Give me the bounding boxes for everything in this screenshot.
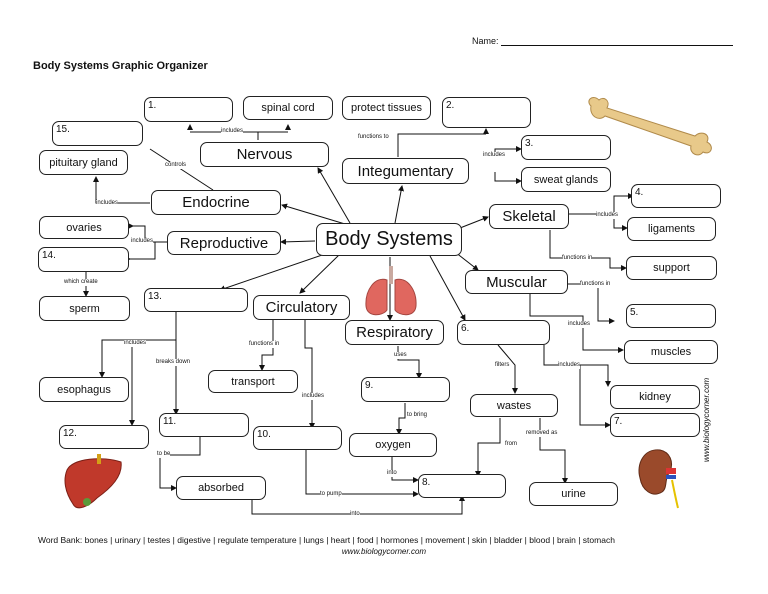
side-credit: www.biologycorner.com [702,377,711,462]
link-label: includes [483,152,506,159]
box-transport: transport [208,370,298,393]
blank-number: 13. [148,291,162,302]
box-wastes: wastes [470,394,558,417]
blank-box-4[interactable]: 4. [631,184,721,208]
system-muscular: Muscular [465,270,568,294]
link-label: into [387,470,397,477]
system-skeletal: Skeletal [489,204,569,229]
link-label: removed as [526,430,558,437]
blank-number: 11. [163,416,177,427]
box-urine: urine [529,482,618,506]
link-label: from [505,441,517,448]
link-label: includes [96,200,119,207]
link-label: functions in [249,341,280,348]
blank-number: 10. [257,429,271,440]
word-bank: Word Bank: bones | urinary | testes | di… [38,535,615,545]
system-integumentary: Integumentary [342,158,469,184]
blank-box-3[interactable]: 3. [521,135,611,160]
link-label: controls [165,162,187,169]
box-oxygen: oxygen [349,433,437,457]
blank-box-2[interactable]: 2. [442,97,531,128]
blank-number: 4. [635,187,644,198]
page-title: Body Systems Graphic Organizer [33,60,208,72]
blank-number: 2. [446,100,455,111]
system-respiratory: Respiratory [345,320,444,345]
box-ligaments: ligaments [627,217,716,241]
blank-box-9[interactable]: 9. [361,377,450,402]
link-label: functions in [562,255,593,262]
lungs-illustration [365,266,417,316]
link-label: functions to [358,134,389,141]
link-label: to bring [407,412,428,419]
blank-box-5[interactable]: 5. [626,304,716,328]
blank-box-11[interactable]: 11. [159,413,249,437]
blank-number: 9. [365,380,374,391]
link-label: includes [131,238,154,245]
box-muscles: muscles [624,340,718,364]
bone-illustration [588,97,712,156]
blank-number: 14. [42,250,56,261]
blank-box-6[interactable]: 6. [457,320,550,345]
blank-box-14[interactable]: 14. [38,247,129,272]
link-label: includes [302,393,325,400]
box-esophagus: esophagus [39,377,129,402]
link-label: includes [558,362,581,369]
box-pituitary-gland: pituitary gland [39,150,128,175]
blank-box-1[interactable]: 1. [144,97,233,122]
link-label: uses [394,352,407,359]
blank-box-8[interactable]: 8. [418,474,506,498]
blank-box-10[interactable]: 10. [253,426,342,450]
link-label: includes [124,340,147,347]
link-label: functions in [580,281,611,288]
system-reproductive: Reproductive [167,231,281,255]
box-spinal-cord: spinal cord [243,96,333,120]
box-sperm: sperm [39,296,130,321]
link-label: to pump [320,491,342,498]
name-label: Name: [472,36,499,46]
blank-number: 7. [614,416,623,427]
link-label: includes [596,212,619,219]
link-label: filters [495,362,510,369]
name-line[interactable] [501,45,734,46]
blank-box-13[interactable]: 13. [144,288,248,312]
blank-box-7[interactable]: 7. [610,413,700,437]
blank-number: 3. [525,138,534,149]
blank-number: 5. [630,307,639,318]
link-label: which create [64,279,98,286]
system-endocrine: Endocrine [151,190,281,215]
blank-box-15[interactable]: 15. [52,121,143,146]
name-field[interactable]: Name: [472,36,734,46]
box-support: support [626,256,717,280]
blank-number: 8. [422,477,431,488]
blank-number: 12. [63,428,77,439]
link-label: into [350,511,360,518]
box-absorbed: absorbed [176,476,266,500]
box-ovaries: ovaries [39,216,129,239]
blank-number: 15. [56,124,70,135]
footer-url: www.biologycorner.com [341,547,427,556]
center-body-systems: Body Systems [316,223,462,256]
box-protect-tissues: protect tissues [342,96,431,120]
link-label: to be [157,451,171,458]
system-nervous: Nervous [200,142,329,167]
system-circulatory: Circulatory [253,295,350,320]
blank-box-12[interactable]: 12. [59,425,149,449]
liver-illustration [64,454,122,509]
blank-number: 1. [148,100,157,111]
box-kidney: kidney [610,385,700,409]
box-sweat-glands: sweat glands [521,167,611,192]
blank-number: 6. [461,323,470,334]
link-label: includes [568,321,591,328]
kidney-illustration [638,449,679,509]
link-label: includes [221,128,244,135]
link-label: breaks down [156,359,191,366]
